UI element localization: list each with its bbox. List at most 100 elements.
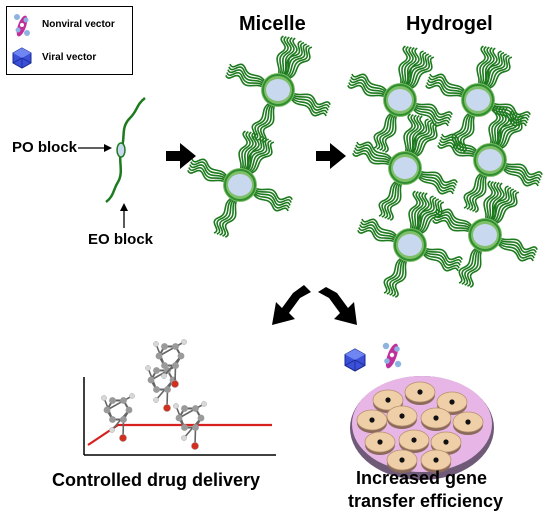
- arrow-to-drug-delivery: [272, 285, 311, 325]
- polymer-arm: [425, 73, 467, 99]
- gene-caption-line1: Increased gene: [356, 468, 488, 488]
- cell: [386, 405, 418, 429]
- hydrogel-title: Hydrogel: [406, 13, 493, 35]
- polymer-arm: [416, 169, 458, 195]
- micelle: [225, 35, 331, 143]
- polymer-arm: [238, 130, 260, 173]
- polymer-arm: [357, 218, 399, 244]
- cell: [404, 381, 436, 405]
- cell-nucleus: [417, 389, 423, 395]
- polymer-chain: [105, 97, 146, 203]
- cell-nucleus: [385, 397, 391, 403]
- polymer-arm: [476, 45, 498, 88]
- polymer-arm: [411, 101, 453, 127]
- polymer-arm: [276, 35, 298, 78]
- arrow-to-gene-transfer: [318, 287, 357, 325]
- polymer-arm: [437, 133, 479, 159]
- cell-nucleus: [377, 439, 383, 445]
- cell-nucleus: [433, 457, 439, 463]
- cell-nucleus: [449, 399, 455, 405]
- polymer-arm: [383, 256, 409, 298]
- micelle: [187, 130, 293, 238]
- micelle-core: [228, 174, 252, 196]
- nonviral-vector-icon: [14, 14, 30, 37]
- polymer-arm: [463, 171, 489, 213]
- gene-caption-line2: transfer efficiency: [348, 491, 504, 511]
- drug-molecules: [101, 339, 207, 450]
- micelle-core: [478, 149, 502, 171]
- drug-molecule: [153, 339, 187, 388]
- cell-nucleus: [399, 413, 405, 419]
- arrow-to-hydrogel: [316, 143, 346, 169]
- micelle-core: [473, 224, 497, 246]
- cell-nucleus: [443, 439, 449, 445]
- cell-nucleus: [433, 415, 439, 421]
- hydrogel-micelle: [352, 113, 458, 221]
- drug-delivery-caption: Controlled drug delivery: [52, 470, 261, 490]
- hydrogel-micelle: [425, 45, 531, 153]
- micelle-title: Micelle: [239, 13, 306, 35]
- arrow-to-micelle: [166, 143, 196, 169]
- legend-label-nonviral: Nonviral vector: [42, 19, 115, 30]
- hydrogel-micelle: [347, 45, 453, 153]
- micelle-group: [187, 35, 331, 238]
- eo-block-pointer: [120, 203, 128, 228]
- polymer-arm: [408, 190, 430, 233]
- polymer-arm: [483, 180, 505, 223]
- cell-layer: [356, 381, 484, 473]
- cell: [356, 409, 388, 433]
- polymer-arm: [187, 158, 229, 184]
- polymer-arm: [213, 196, 239, 238]
- eo-block-label: EO block: [88, 231, 154, 248]
- polymer-arm: [373, 111, 399, 153]
- hydrogel-micelle: [437, 105, 543, 213]
- polymer-arm: [347, 73, 389, 99]
- polymer-arm: [251, 186, 293, 212]
- viral-vector-icon: [344, 348, 366, 372]
- cell: [430, 431, 462, 455]
- polymer-arm: [289, 91, 331, 117]
- micelle-core: [266, 79, 290, 101]
- viral-vector-icon: [12, 47, 32, 69]
- micelle-core: [466, 89, 490, 111]
- micelle-core: [388, 89, 412, 111]
- polymer-arm: [421, 246, 463, 272]
- polymer-arm: [398, 45, 420, 88]
- polymer-arm: [403, 113, 425, 156]
- cell-culture-dish: [350, 376, 494, 480]
- drug-molecule: [145, 363, 179, 412]
- hydrogel-micelle: [357, 190, 463, 298]
- micelle-core: [398, 234, 422, 256]
- cell: [452, 411, 484, 435]
- cell: [386, 449, 418, 473]
- hydrogel-network: [347, 45, 543, 298]
- drug-release-graph: [83, 339, 276, 456]
- polymer-arm: [352, 141, 394, 167]
- polymer-arm: [488, 105, 510, 148]
- cell-nucleus: [399, 457, 405, 463]
- cell-nucleus: [411, 437, 417, 443]
- polymer-arm: [496, 236, 538, 262]
- cell: [420, 449, 452, 473]
- micelle-core: [393, 157, 417, 179]
- po-block-label: PO block: [12, 139, 78, 156]
- nonviral-vector-icon: [382, 342, 402, 369]
- polymer-arm: [409, 118, 440, 158]
- cell-nucleus: [465, 419, 471, 425]
- polymer-arm: [432, 208, 474, 234]
- drug-molecule: [101, 393, 135, 442]
- cell: [364, 431, 396, 455]
- polymer-arm: [501, 161, 543, 187]
- drug-molecule: [173, 401, 207, 450]
- polymer-arm: [225, 63, 267, 89]
- cell: [398, 429, 430, 453]
- release-profile-line: [87, 423, 272, 446]
- polymer-arm: [458, 246, 484, 288]
- cell: [420, 407, 452, 431]
- po-block-pointer: [78, 144, 112, 152]
- polymer-arm: [378, 179, 404, 221]
- polymer-arm: [251, 101, 277, 143]
- cell-nucleus: [369, 417, 375, 423]
- legend-label-viral: Viral vector: [42, 52, 97, 63]
